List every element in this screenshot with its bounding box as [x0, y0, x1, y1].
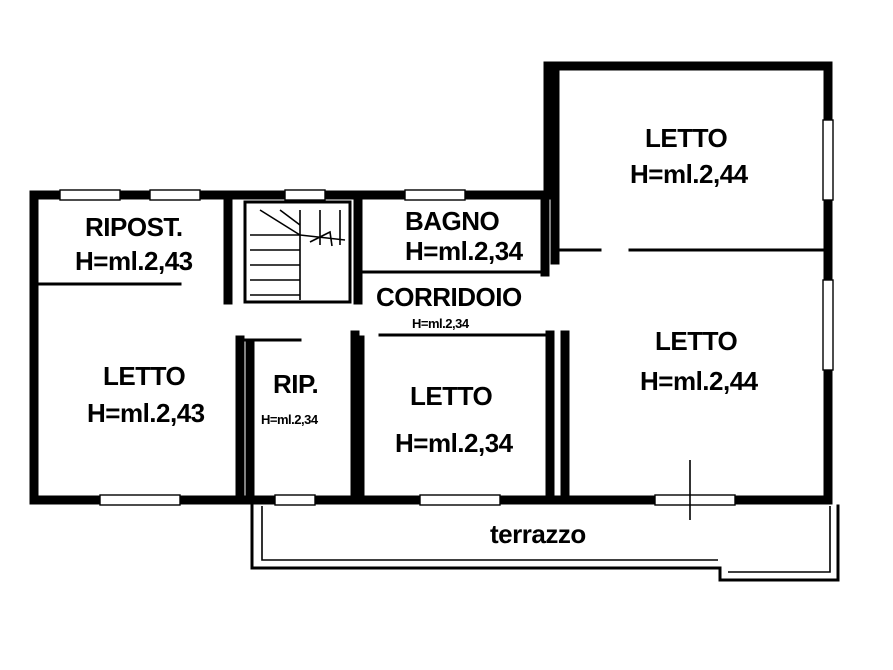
- room-letto-top-right: LETTO H=ml.2,44: [630, 123, 749, 189]
- room-height: H=ml.2,43: [75, 246, 193, 276]
- area-terrazzo: terrazzo: [490, 519, 586, 549]
- room-height: H=ml.2,34: [405, 236, 524, 266]
- room-name: LETTO: [103, 361, 186, 391]
- room-height: H=ml.2,43: [87, 398, 205, 428]
- terrace: [250, 504, 840, 582]
- room-name: BAGNO: [405, 206, 500, 236]
- room-name: CORRIDOIO: [376, 282, 522, 312]
- room-letto-right: LETTO H=ml.2,44: [640, 326, 759, 396]
- room-height: H=ml.2,34: [395, 428, 514, 458]
- room-name: LETTO: [410, 381, 493, 411]
- room-rip: RIP. H=ml.2,34: [261, 369, 319, 427]
- terrace-name: terrazzo: [490, 519, 586, 549]
- interior-walls: [38, 65, 827, 520]
- room-name: LETTO: [645, 123, 728, 153]
- staircase: [243, 200, 352, 304]
- room-name: RIP.: [273, 369, 318, 399]
- room-letto-left: LETTO H=ml.2,43: [87, 361, 205, 428]
- room-bagno: BAGNO H=ml.2,34: [405, 206, 524, 266]
- room-height: H=ml.2,34: [412, 316, 470, 331]
- room-name: RIPOST.: [85, 212, 183, 242]
- room-ripost: RIPOST. H=ml.2,43: [75, 212, 193, 276]
- room-letto-center: LETTO H=ml.2,34: [395, 381, 514, 458]
- room-corridoio: CORRIDOIO H=ml.2,34: [376, 282, 523, 331]
- room-height: H=ml.2,34: [261, 412, 319, 427]
- room-name: LETTO: [655, 326, 738, 356]
- room-height: H=ml.2,44: [630, 159, 749, 189]
- room-height: H=ml.2,44: [640, 366, 759, 396]
- windows: [59, 119, 834, 506]
